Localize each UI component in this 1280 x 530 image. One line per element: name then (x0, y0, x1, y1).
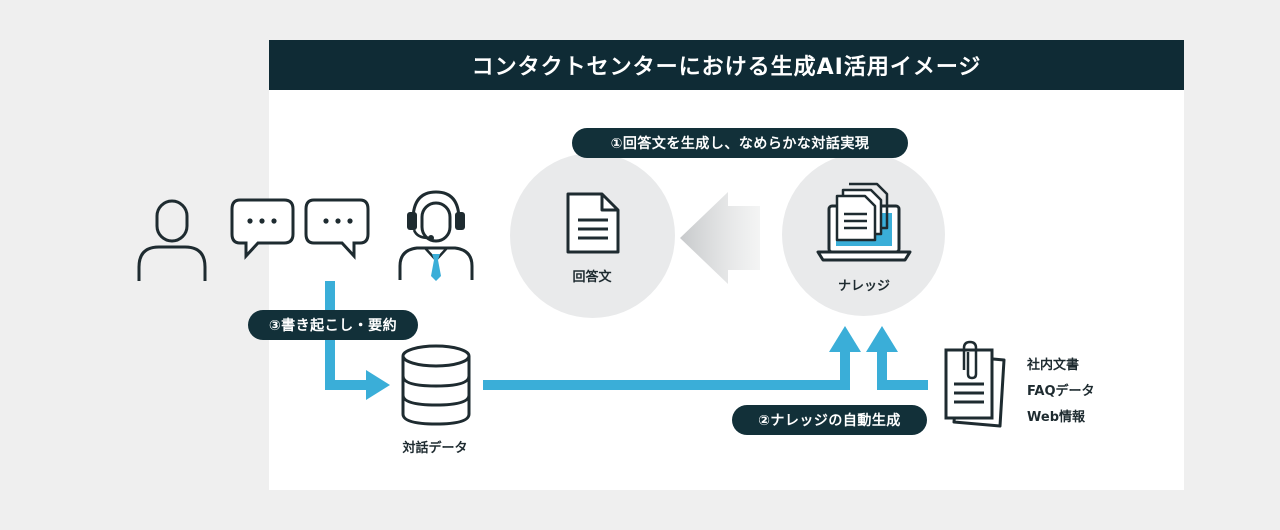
source-item: FAQデータ (1027, 384, 1095, 399)
source-list: 社内文書 FAQデータ Web情報 (1027, 353, 1095, 431)
source-item: 社内文書 (1027, 358, 1080, 373)
speech-bubble-icon (230, 198, 295, 260)
knowledge-label: ナレッジ (837, 279, 890, 294)
conversation-data-label: 対話データ (402, 441, 468, 456)
flow-line-data-to-knowledge (483, 350, 850, 390)
person-icon (137, 199, 207, 281)
step2-label: ②ナレッジの自動生成 (732, 405, 927, 435)
step1-label: ①回答文を生成し、なめらかな対話実現 (572, 128, 908, 158)
flow-arrowhead-to-knowledge-right (866, 326, 898, 352)
laptop-documents-icon (816, 182, 912, 262)
clipped-documents-icon (944, 340, 1006, 428)
speech-bubble-icon (304, 198, 370, 260)
database-icon (401, 344, 471, 426)
source-item: Web情報 (1027, 410, 1085, 425)
answer-label: 回答文 (572, 270, 612, 285)
headset-operator-icon (398, 190, 474, 281)
step3-label: ③書き起こし・要約 (248, 310, 418, 340)
diagram-title: コンタクトセンターにおける生成AI活用イメージ (269, 40, 1184, 90)
flow-arrowhead-to-knowledge-left (829, 326, 861, 352)
flow-line-sources-to-knowledge (877, 350, 928, 390)
flow-arrowhead-to-database (366, 370, 390, 400)
flow-arrow-knowledge-to-answer (680, 192, 760, 284)
document-icon (566, 192, 620, 254)
